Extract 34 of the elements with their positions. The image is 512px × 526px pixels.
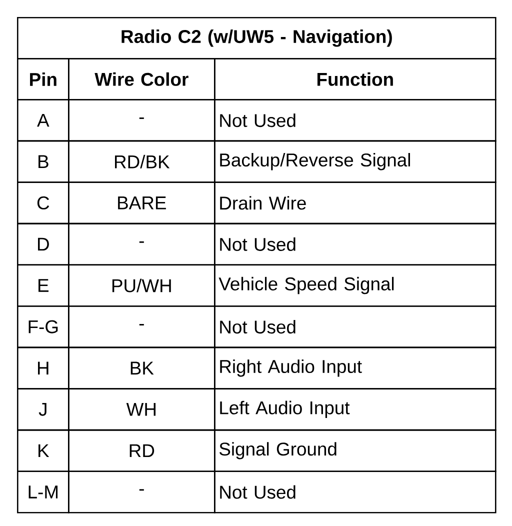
table-cell: - [68,306,216,348]
column-header: Pin [17,58,70,100]
table-cell: Not Used [214,470,496,514]
table-cell: F-G [17,306,70,348]
table-cell: K [17,429,70,472]
table-cell: RD [68,429,216,472]
table-cell: Drain Wire [214,182,496,224]
table-cell: H [17,346,70,390]
table-cell: Not Used [214,222,496,266]
column-header: Function [214,58,496,100]
table-cell: Backup/Reverse Signal [214,140,496,183]
table-title: Radio C2 (w/UW5 - Navigation) [17,17,496,60]
table-cell: PU/WH [68,264,216,307]
table-cell: - [68,99,216,142]
table-cell: RD/BK [68,140,216,183]
table-cell: Not Used [214,306,496,348]
table-cell: C [17,182,70,224]
table-cell: Not Used [214,99,496,142]
table-cell: Right Audio Input [214,346,496,390]
table-cell: BARE [68,182,216,224]
table-cell: L-M [17,470,70,514]
table-cell: E [17,264,70,307]
table-cell: - [68,470,216,514]
table-cell: B [17,140,70,183]
table-cell: A [17,99,70,142]
table-cell: J [17,388,70,431]
table-cell: BK [68,346,216,390]
column-header: Wire Color [68,58,216,100]
table-cell: WH [68,388,216,431]
table-cell: Vehicle Speed Signal [214,264,496,307]
table-cell: Left Audio Input [214,388,496,431]
table-cell: - [68,222,216,266]
table-cell: D [17,222,70,266]
table-cell: Signal Ground [214,429,496,472]
